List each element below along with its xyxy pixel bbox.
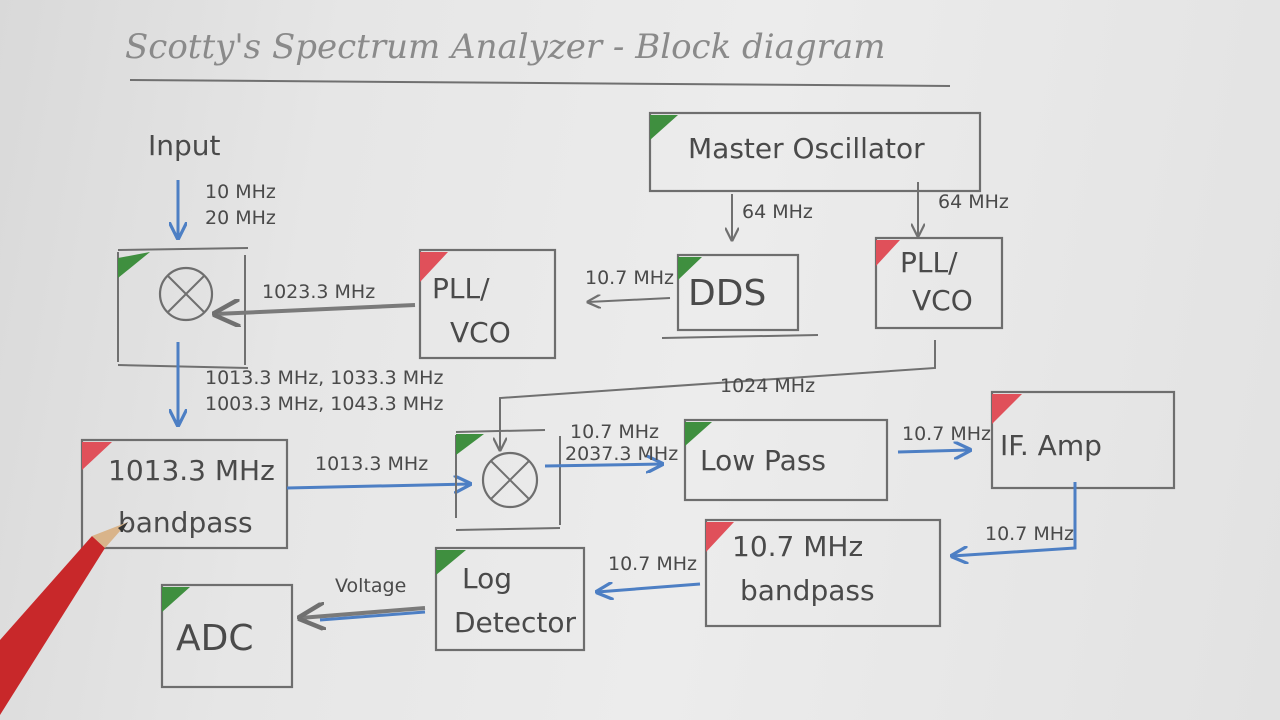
mixer-2: 10.7 MHz 2037.3 MHz (455, 421, 678, 531)
log-detector-out: Voltage (335, 575, 406, 597)
green-corner-mark (162, 587, 190, 612)
mixer-1-frame-bottom (117, 364, 249, 369)
dds-output-arrow (588, 298, 671, 302)
bandpass-2-line2: bandpass (740, 574, 875, 607)
low-pass-box (683, 418, 889, 502)
pencil-body (0, 536, 105, 715)
mixer-1: 1013.3 MHz, 1033.3 MHz 1003.3 MHz, 1043.… (117, 247, 443, 425)
log-detector-line1: Log (462, 562, 512, 595)
mixer-1-cross-b (167, 275, 205, 313)
pll-vco-1-box (418, 248, 557, 360)
bandpass-2: 10.7 MHz bandpass 10.7 MHz (597, 518, 942, 628)
log-detector-output-blue (319, 610, 426, 622)
adc-label: ADC (176, 618, 253, 659)
green-corner-mark (685, 422, 712, 446)
log-detector-output-arrow (300, 608, 426, 618)
red-corner-mark (420, 252, 448, 282)
red-corner-mark (706, 522, 734, 552)
pll-vco-2-box (874, 236, 1004, 330)
pencil-lead (118, 522, 128, 532)
adc-box (160, 583, 294, 689)
low-pass-label: Low Pass (700, 444, 826, 477)
bandpass-1-output-arrow (286, 484, 470, 488)
green-corner-mark (118, 252, 150, 278)
bandpass-2-box (704, 518, 942, 628)
red-corner-mark (82, 442, 112, 470)
input-block: Input 10 MHz 20 MHz (148, 129, 276, 238)
pll-vco-2-output-line (500, 340, 936, 450)
title-underline (129, 79, 951, 87)
bandpass-2-line1: 10.7 MHz (732, 530, 863, 563)
red-corner-mark (992, 394, 1022, 424)
mixer-2-output-arrow (544, 464, 662, 466)
diagram-title: Scotty's Spectrum Analyzer - Block diagr… (125, 27, 951, 87)
pll-vco-1: PLL/ VCO 1023.3 MHz (215, 248, 557, 360)
green-corner-mark (436, 550, 466, 575)
mixer-1-out-line2: 1003.3 MHz, 1043.3 MHz (205, 393, 443, 415)
bandpass-1-box (80, 438, 289, 550)
dds-underline (661, 334, 819, 339)
dds-box (676, 253, 800, 332)
green-corner-mark (678, 257, 702, 280)
pll-vco-1-output-arrow (215, 305, 416, 314)
low-pass-output-arrow (897, 450, 970, 452)
log-detector-box (434, 546, 586, 652)
dds-out: 10.7 MHz (585, 267, 674, 289)
input-label: Input (148, 129, 221, 162)
bandpass-2-out: 10.7 MHz (608, 553, 697, 575)
input-freq-bottom: 20 MHz (205, 207, 276, 229)
mixer-1-frame-top (117, 247, 249, 251)
master-oscillator-label: Master Oscillator (688, 132, 925, 165)
mixer-2-out-line1: 10.7 MHz (570, 421, 659, 443)
green-corner-mark (456, 434, 484, 455)
mixer-2-cross-b (490, 460, 530, 500)
master-out-left: 64 MHz (742, 201, 813, 223)
pll-vco-1-line1: PLL/ (432, 272, 490, 305)
master-oscillator: Master Oscillator 64 MHz 64 MHz (648, 111, 1009, 240)
bandpass-1-line2: bandpass (118, 506, 253, 539)
dds-label: DDS (688, 273, 766, 314)
low-pass-out: 10.7 MHz (902, 423, 991, 445)
red-corner-mark (876, 240, 900, 266)
green-corner-mark (650, 115, 678, 140)
mixer-1-symbol (158, 266, 214, 322)
mixer-2-frame-bottom (455, 527, 561, 531)
mixer-2-symbol (481, 451, 539, 509)
pencil-image (0, 522, 128, 715)
pll-vco-1-line2: VCO (450, 316, 511, 349)
master-oscillator-box (648, 111, 982, 193)
if-amp-output-arrow (952, 482, 1077, 556)
log-detector-line2: Detector (454, 606, 576, 639)
low-pass: Low Pass 10.7 MHz (683, 418, 991, 502)
if-amp-box (990, 390, 1176, 490)
bandpass-1-line1: 1013.3 MHz (108, 454, 275, 487)
title-text: Scotty's Spectrum Analyzer - Block diagr… (125, 27, 885, 67)
pll-vco-2-out: 1024 MHz (720, 375, 815, 397)
master-out-right: 64 MHz (938, 191, 1009, 213)
pll-vco-2: PLL/ VCO 1024 MHz (500, 236, 1004, 450)
if-amp: IF. Amp 10.7 MHz (952, 390, 1176, 556)
if-amp-out: 10.7 MHz (985, 523, 1074, 545)
mixer-1-out-line1: 1013.3 MHz, 1033.3 MHz (205, 367, 443, 389)
mixer-2-out-line2: 2037.3 MHz (565, 443, 678, 465)
mixer-2-frame-top (455, 429, 546, 433)
adc: ADC (160, 583, 294, 689)
bandpass-2-output-arrow (597, 584, 701, 592)
pll-vco-2-line2: VCO (912, 284, 973, 317)
input-freq-top: 10 MHz (205, 181, 276, 203)
if-amp-label: IF. Amp (1000, 429, 1102, 462)
pll-vco-1-out: 1023.3 MHz (262, 281, 375, 303)
bandpass-1: 1013.3 MHz bandpass 1013.3 MHz (80, 438, 470, 550)
pll-vco-2-line1: PLL/ (900, 246, 958, 279)
dds-block: DDS 10.7 MHz (585, 253, 819, 339)
bandpass-1-out: 1013.3 MHz (315, 453, 428, 475)
log-detector: Log Detector Voltage (300, 546, 586, 652)
